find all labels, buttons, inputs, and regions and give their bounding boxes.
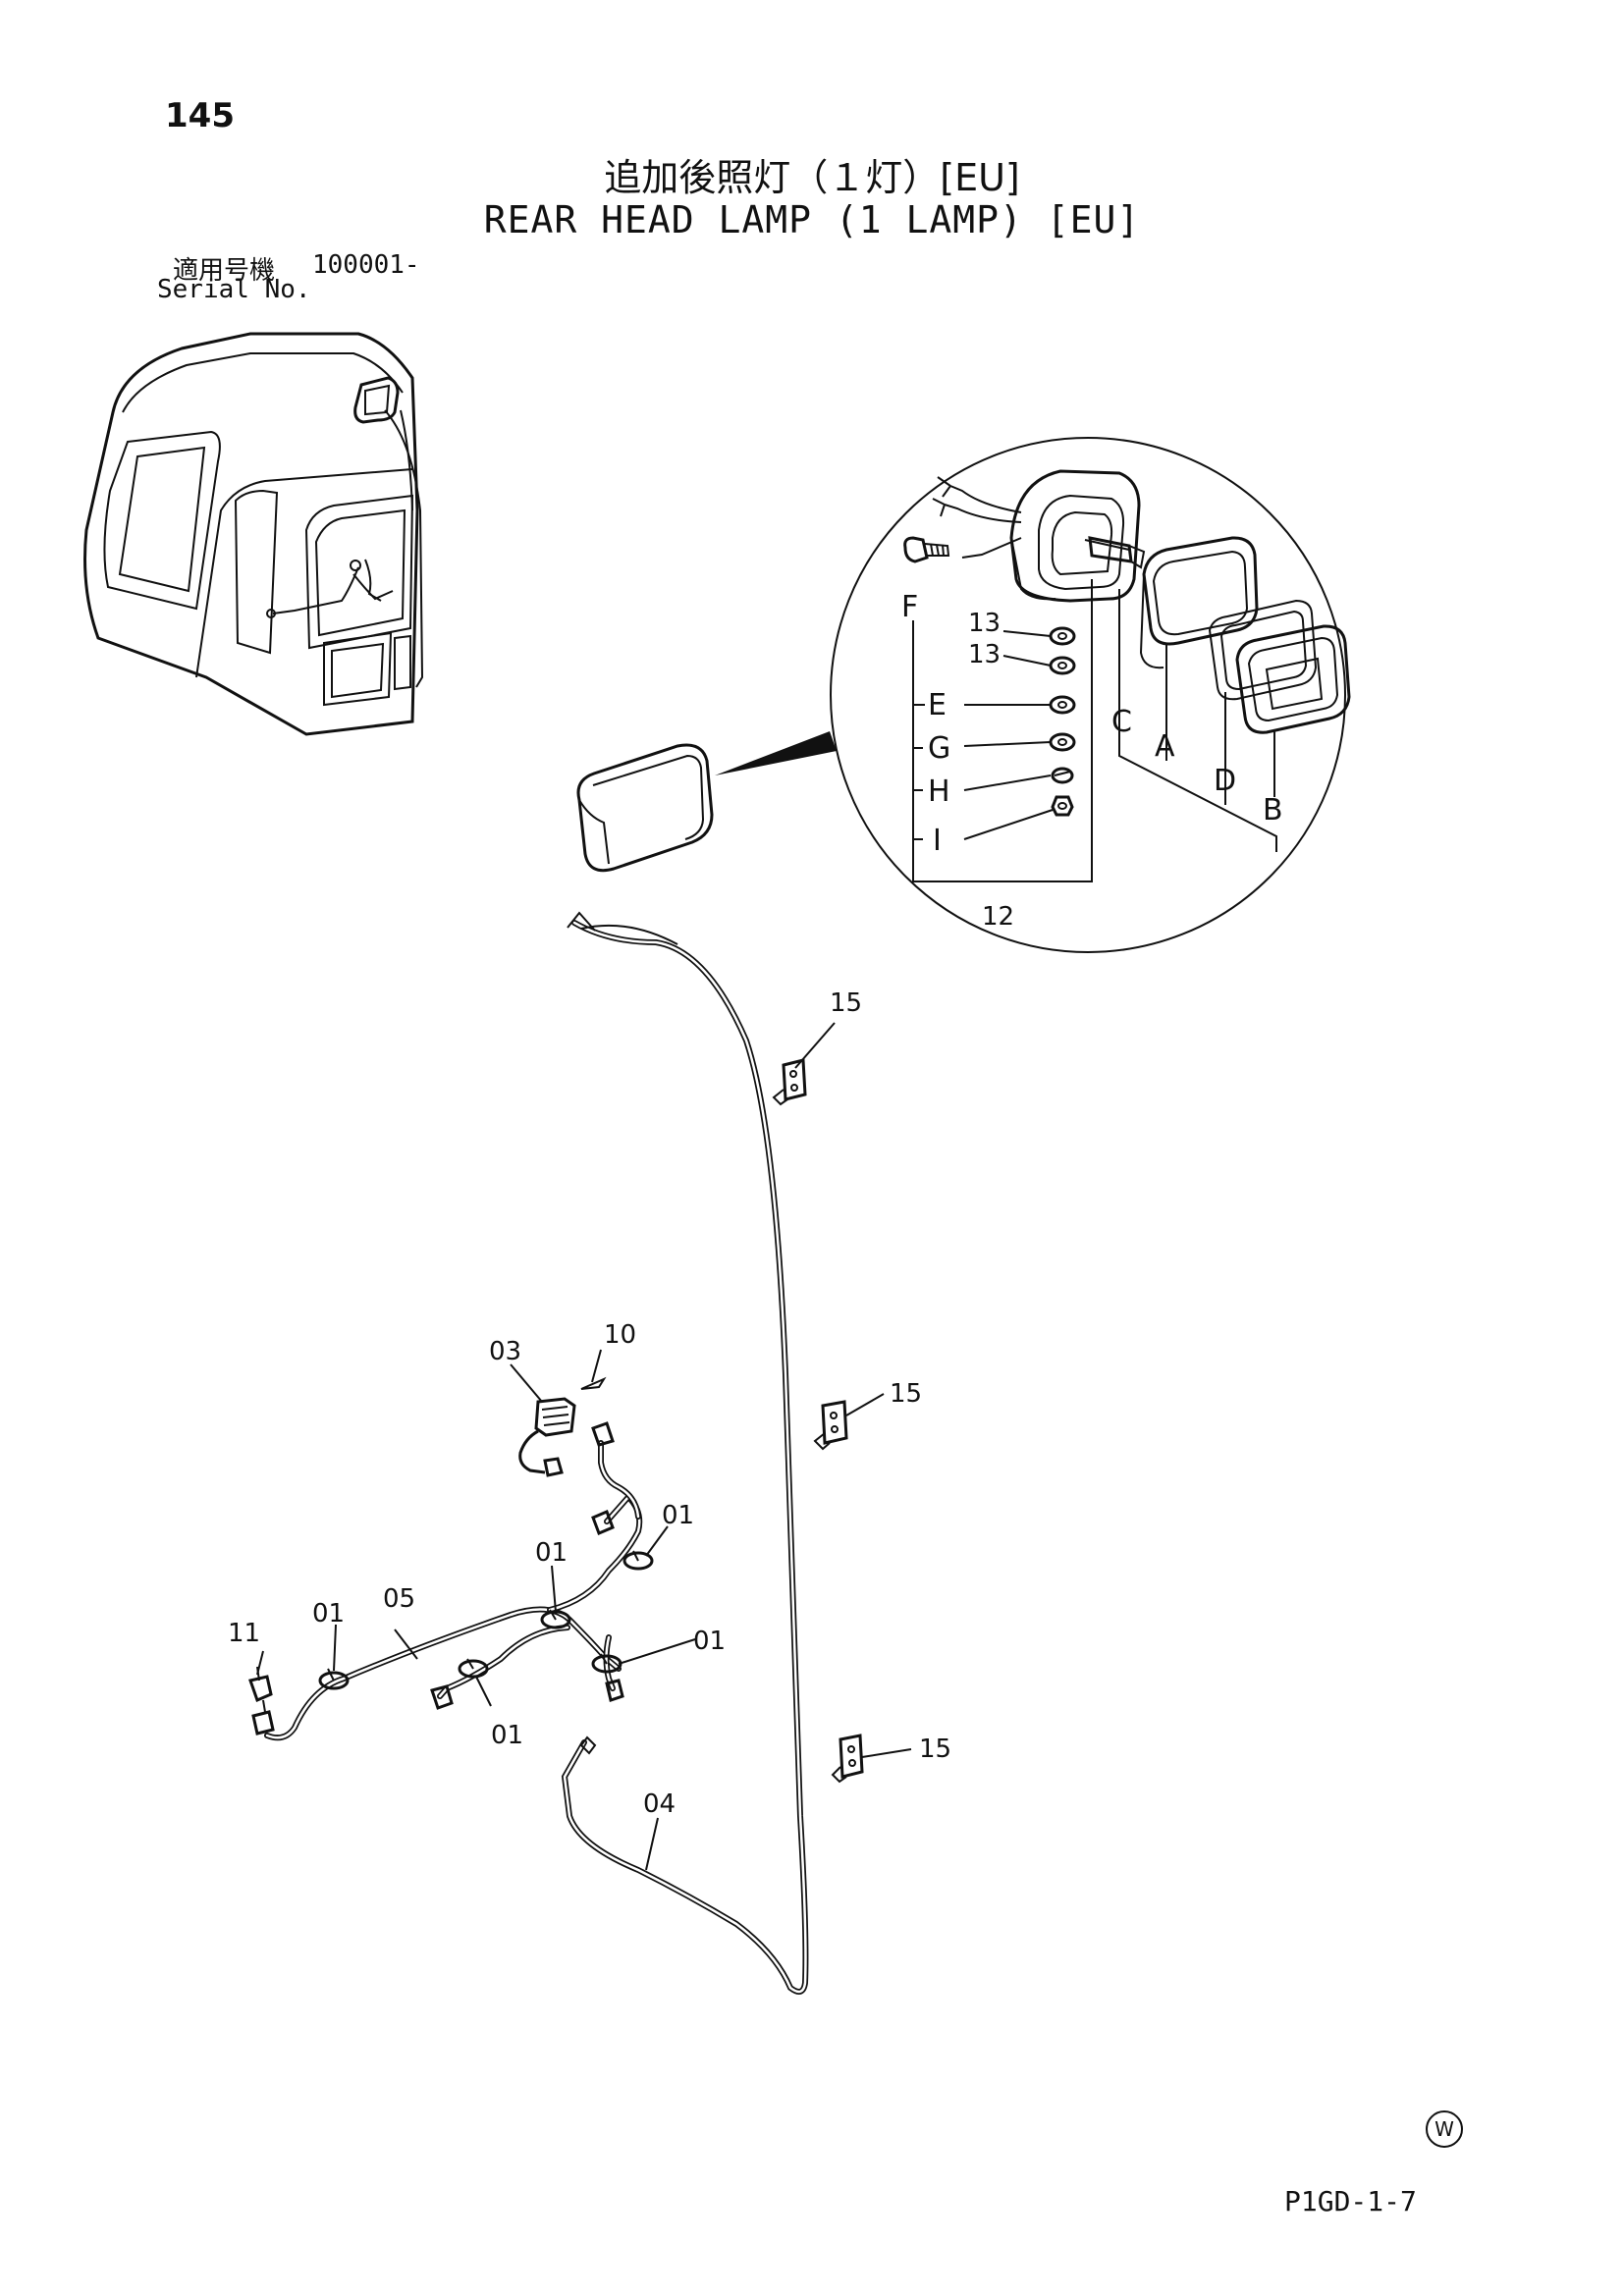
callout-12: 12 bbox=[982, 902, 1014, 932]
harness-04 bbox=[561, 911, 809, 1995]
letter-F: F bbox=[901, 590, 918, 624]
detail-zoom-circle bbox=[830, 437, 1346, 953]
letter-labels: F E G H I C A D B bbox=[901, 590, 1283, 858]
letter-H: H bbox=[928, 774, 950, 809]
callout-04: 04 bbox=[643, 1789, 676, 1819]
detail-lens bbox=[1139, 536, 1259, 669]
detail-lamp-housing bbox=[932, 469, 1146, 603]
callout-01-e: 01 bbox=[491, 1721, 523, 1750]
callout-01-d: 01 bbox=[693, 1627, 726, 1656]
title-english: REAR HEAD LAMP (1 LAMP) [EU] bbox=[483, 198, 1141, 241]
serial-range: 100001- bbox=[312, 250, 420, 280]
callout-11: 11 bbox=[228, 1619, 260, 1648]
detail-leader-lines bbox=[912, 579, 1277, 882]
cab-overview bbox=[83, 332, 424, 736]
serial-label-english: Serial No. bbox=[157, 275, 311, 304]
w-circle-mark: W bbox=[1426, 2110, 1463, 2148]
clamp-15-bottom bbox=[831, 1734, 864, 1784]
callout-leaders bbox=[256, 1022, 912, 1871]
callout-labels: 15 15 15 03 10 11 01 05 01 01 01 01 04 1… bbox=[228, 609, 1014, 1819]
callout-01-b: 01 bbox=[535, 1538, 568, 1568]
rear-head-lamp-body bbox=[576, 743, 714, 873]
callout-15-top: 15 bbox=[830, 988, 862, 1018]
letter-B: B bbox=[1263, 793, 1283, 828]
label-10 bbox=[580, 1376, 607, 1390]
detail-screw-f bbox=[903, 536, 950, 563]
title-japanese: 追加後照灯（１灯）[EU] bbox=[604, 156, 1020, 199]
callout-13-b: 13 bbox=[968, 640, 1001, 669]
detail-gasket-d bbox=[1208, 599, 1318, 701]
drawing-code: P1GD-1-7 bbox=[1284, 2185, 1417, 2217]
letter-E: E bbox=[928, 688, 947, 722]
letter-A: A bbox=[1155, 729, 1175, 764]
switch-03 bbox=[518, 1397, 576, 1477]
serial-label-japanese: 適用号機 bbox=[173, 256, 276, 286]
callout-15-bottom: 15 bbox=[919, 1735, 951, 1764]
letter-C: C bbox=[1111, 705, 1132, 739]
callout-10: 10 bbox=[604, 1320, 636, 1350]
clamp-15-mid bbox=[813, 1400, 848, 1451]
letter-G: G bbox=[928, 731, 950, 766]
letter-D: D bbox=[1214, 764, 1236, 798]
callout-13-a: 13 bbox=[968, 609, 1001, 638]
callout-01-c: 01 bbox=[662, 1501, 694, 1530]
page-number: 145 bbox=[165, 96, 235, 135]
harness-05 bbox=[248, 1421, 643, 1741]
clamp-15-top bbox=[772, 1058, 807, 1106]
detail-bezel-b bbox=[1235, 624, 1351, 734]
detail-washers bbox=[1049, 626, 1076, 817]
callout-01-a: 01 bbox=[312, 1599, 345, 1629]
zoom-pointer bbox=[715, 731, 837, 775]
letter-I: I bbox=[933, 824, 942, 858]
callout-05: 05 bbox=[383, 1584, 415, 1614]
callout-03: 03 bbox=[489, 1337, 521, 1366]
callout-15-mid: 15 bbox=[890, 1379, 922, 1409]
